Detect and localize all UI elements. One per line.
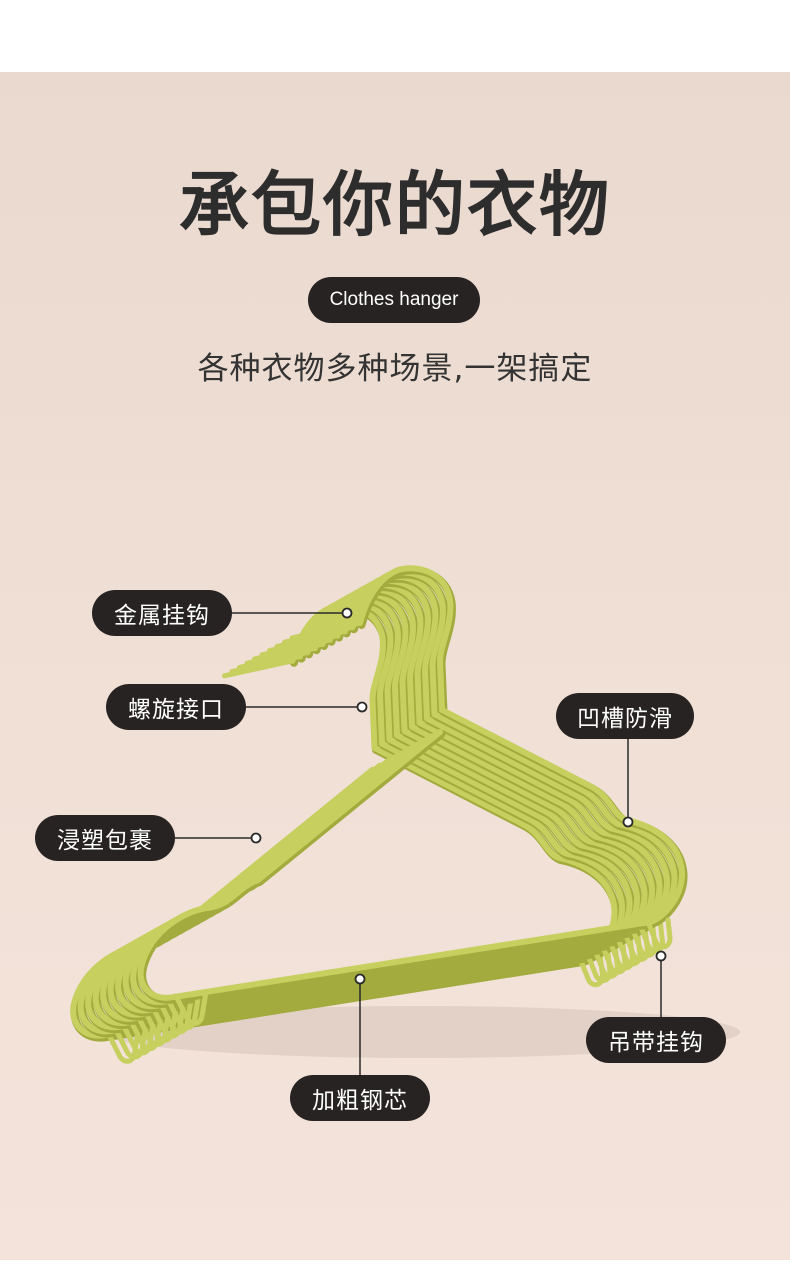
strap-hook-dot [655,950,667,962]
callout-thick-steel-core: 加粗钢芯 [290,1075,430,1121]
metal-hook-dot [341,607,353,619]
product-panel: 承包你的衣物 Clothes hanger 各种衣物多种场景,一架搞定 金属挂钩… [0,72,790,1260]
callout-groove-antislip: 凹槽防滑 [556,693,694,739]
english-badge: Clothes hanger [308,277,480,323]
groove-dot [622,816,634,828]
hanger-wire [137,565,688,1026]
page-subtitle: 各种衣物多种场景,一架搞定 [197,351,593,387]
hanger-stack-illustration [70,565,740,1075]
dip-coating-dot [250,832,262,844]
leader-lines [175,612,662,1075]
callout-strap-hook: 吊带挂钩 [586,1017,726,1063]
callout-dip-coating: 浸塑包裹 [35,815,175,861]
hanger-stack [70,565,688,1064]
screw-joint-dot [356,701,368,713]
callout-metal-hook: 金属挂钩 [92,590,232,636]
page-title: 承包你的衣物 [179,164,611,246]
callout-screw-joint: 螺旋接口 [106,684,246,730]
steel-core-dot [354,973,366,985]
